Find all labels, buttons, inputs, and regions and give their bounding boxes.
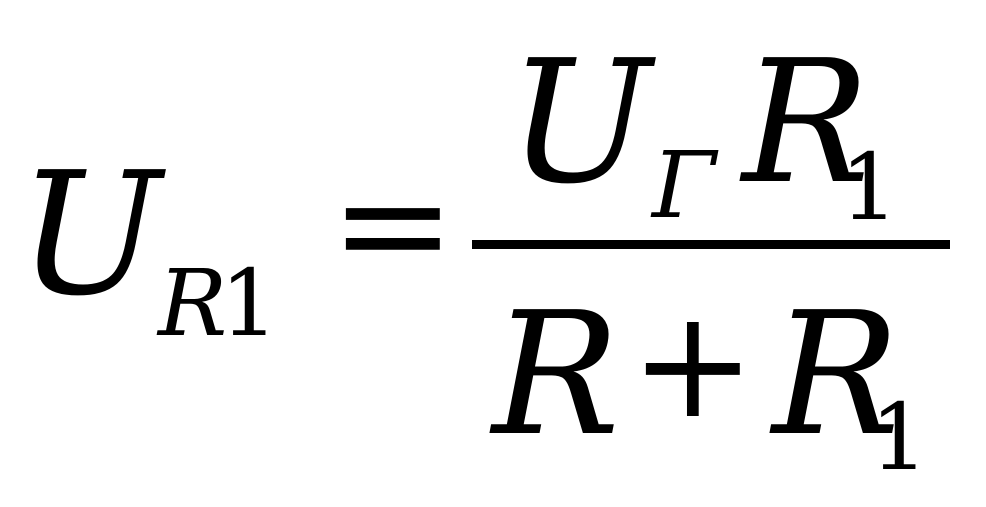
lhs-subscript-index: 1 bbox=[220, 250, 279, 357]
lhs-subscript-letter: R bbox=[158, 250, 228, 357]
numerator-voltage-subscript: Γ bbox=[652, 132, 716, 239]
equals-sign: = bbox=[330, 138, 456, 312]
plus-sign: + bbox=[630, 278, 756, 452]
lhs-voltage-symbol: U bbox=[18, 136, 162, 334]
numerator-resistor-index: 1 bbox=[840, 134, 899, 241]
denominator-resistor-b: R bbox=[772, 276, 900, 474]
denominator-resistor-a: R bbox=[492, 276, 620, 474]
numerator-resistor-symbol: R bbox=[742, 24, 870, 222]
numerator-voltage-symbol: U bbox=[508, 24, 652, 222]
fraction-bar bbox=[472, 240, 950, 249]
denominator-resistor-b-index: 1 bbox=[870, 384, 929, 491]
